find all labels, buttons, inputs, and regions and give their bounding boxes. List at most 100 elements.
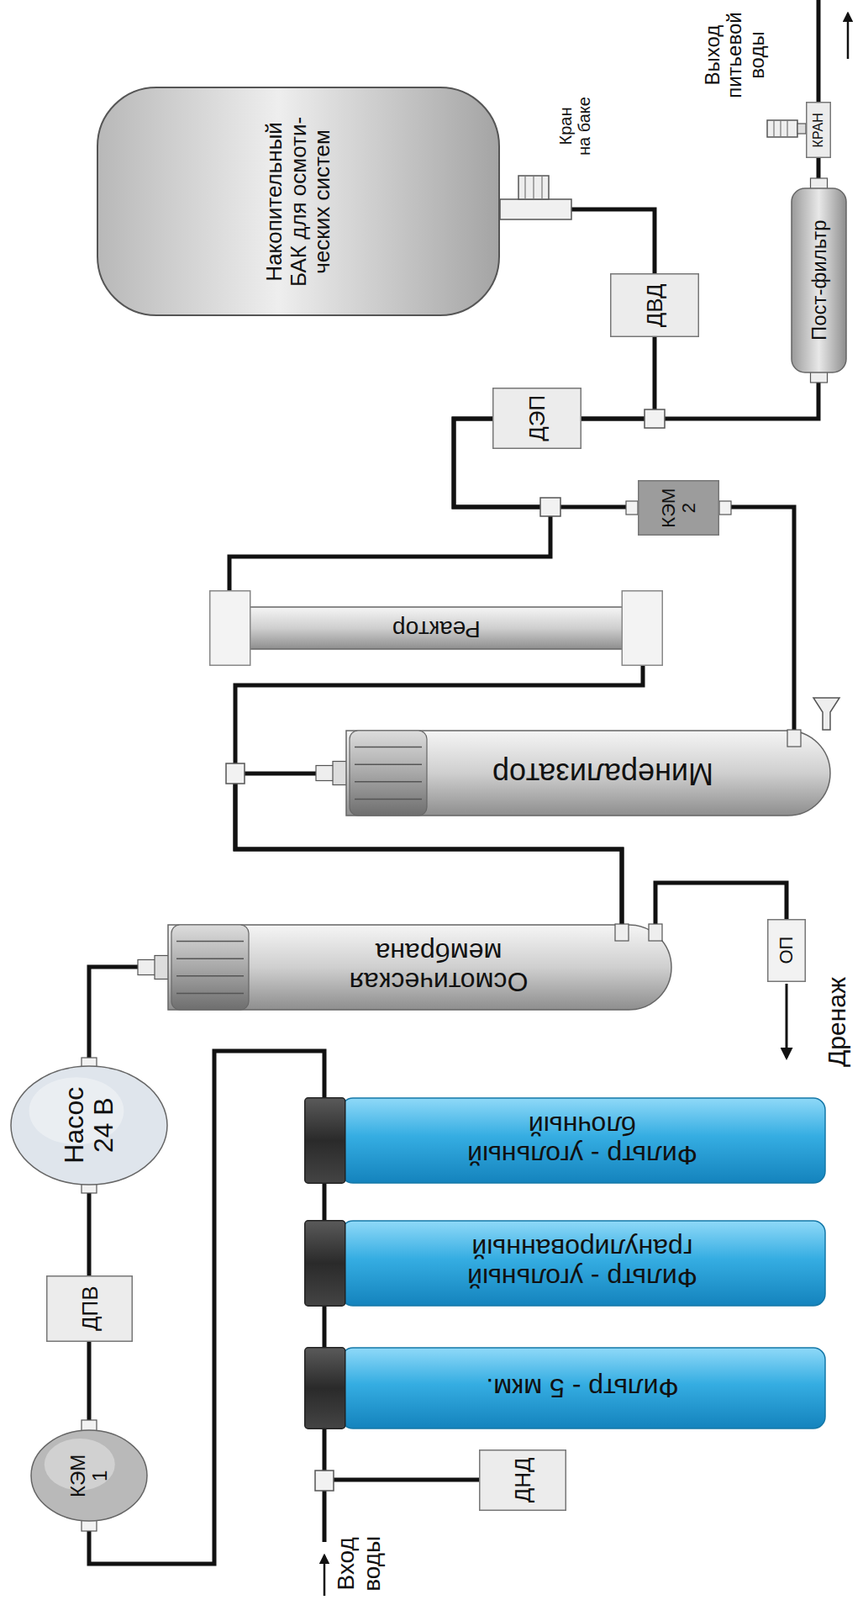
pipe-fitting — [81, 1519, 97, 1531]
pipe-connector — [581, 382, 819, 419]
handle-groove — [524, 175, 526, 200]
post-filter-body — [791, 188, 847, 373]
housing-rib — [354, 780, 422, 783]
box-outline — [610, 273, 700, 337]
drain-label: Дренаж — [822, 975, 851, 1066]
tank-outline — [97, 87, 500, 316]
faucet-stem — [797, 123, 806, 134]
tap-label-holder: Кран на баке — [465, 16, 685, 236]
tube-cap — [621, 590, 663, 666]
outlet-pipe — [816, 0, 821, 102]
outlet-fitting — [648, 923, 663, 941]
component-label: Осмотическая мембрана — [299, 936, 578, 996]
sensor-box: ДПВ — [46, 1274, 133, 1342]
tee-fitting — [315, 1469, 334, 1490]
handle-groove — [541, 175, 543, 200]
pipe-connector — [719, 506, 795, 730]
component-label: Накопительный БАК для осмоти- ческих сис… — [262, 109, 335, 295]
housing-rib — [176, 992, 244, 995]
outlet-label: Выход питьевой воды — [701, 9, 769, 102]
filler-funnel — [813, 697, 840, 730]
filter-cartridge: Фильтр - угольный гранулированный — [304, 1219, 827, 1306]
pipe-connector — [322, 1305, 327, 1347]
box-outline — [493, 388, 582, 449]
outlet-fitting — [615, 923, 629, 941]
housing-rib-band — [349, 730, 427, 816]
component-label: КЭМ 1 — [67, 1450, 112, 1500]
housing-rib — [354, 763, 422, 765]
tank-tap-handle — [518, 175, 549, 200]
ellipse-outline — [31, 1429, 148, 1521]
box-outline — [806, 102, 832, 158]
flow-restrictor-box: ОП — [767, 918, 806, 982]
pipe-connector — [89, 966, 138, 1065]
handle-groove — [779, 120, 781, 137]
ellipse-outline — [10, 1065, 168, 1184]
component-label: ДПВ — [77, 1285, 102, 1332]
handle-groove — [532, 175, 534, 200]
component-label: Насос 24 В — [59, 1083, 119, 1168]
housing-rib-band — [171, 924, 249, 1010]
pipe-connector — [655, 882, 787, 924]
component-label: Пост-фильтр — [807, 220, 830, 342]
faucet-box: КРАН — [805, 101, 832, 158]
membrane-housing: Осмотическая мембрана — [137, 923, 673, 1011]
housing-rib — [354, 746, 422, 748]
component-label: ДВД — [642, 283, 668, 327]
sensor-box: ДВД — [610, 273, 700, 337]
storage-tank: Накопительный БАК для осмоти- ческих сис… — [96, 86, 500, 316]
pipe-connector — [322, 1183, 327, 1220]
box-outline — [638, 480, 720, 536]
sensor-box: ДНД — [478, 1448, 567, 1511]
housing-body — [168, 924, 672, 1010]
cartridge-cap — [305, 1097, 346, 1184]
cartridge-body — [341, 1097, 826, 1183]
inlet-label-holder: Вход воды — [249, 1453, 469, 1600]
box-outline — [768, 919, 806, 982]
mineralizer-housing: Минерализатор — [315, 729, 832, 816]
pipe-connector — [87, 1341, 92, 1429]
pipe-connector — [581, 336, 655, 419]
pipe-fitting — [626, 500, 638, 515]
tank-tap-body — [499, 199, 572, 220]
housing-rib — [176, 940, 244, 942]
sensor-box: ДЭП — [492, 387, 582, 449]
post-filter: Пост-фильтр — [790, 178, 848, 383]
tee-fitting — [226, 763, 245, 784]
tap-label: Кран на баке — [556, 94, 594, 158]
component-label: Фильтр - угольный гранулированный — [431, 1232, 734, 1292]
component-label: ОП — [776, 936, 797, 964]
component-label: Реактор — [392, 615, 481, 642]
box-outline — [479, 1449, 567, 1511]
component-label: КЭМ 2 — [657, 484, 699, 531]
component-label: ДНД — [510, 1457, 536, 1503]
handle-groove — [773, 120, 774, 137]
filter-cartridge: Фильтр - угольный блочный — [304, 1096, 827, 1184]
filter-cartridge: Фильтр - 5 мкм. — [304, 1346, 827, 1429]
handle-groove — [786, 120, 788, 137]
pipe-connector — [87, 1184, 92, 1275]
outlet-label-holder: Выход питьевой воды — [626, 0, 845, 165]
outlet-fitting — [787, 729, 801, 747]
drain-arrow — [785, 983, 789, 1058]
pipe-fitting — [719, 500, 732, 515]
tee-fitting — [540, 497, 561, 516]
inlet-label: Вход воды — [332, 1532, 385, 1595]
outlet-arrow — [847, 13, 850, 59]
component-label: Минерализатор — [492, 756, 714, 790]
component-label: Фильтр - 5 мкм. — [431, 1372, 734, 1402]
cartridge-cap — [305, 1347, 346, 1429]
nozzle — [137, 959, 157, 975]
faucet-handle — [767, 120, 798, 137]
housing-rib — [176, 957, 244, 959]
component-label: КРАН — [810, 112, 827, 148]
housing-body — [346, 730, 831, 816]
component-label: ДЭП — [525, 394, 550, 442]
component-label: Фильтр - угольный блочный — [431, 1110, 734, 1169]
tube-body — [246, 606, 627, 649]
housing-rib — [176, 974, 244, 977]
valve-box: КЭМ 2 — [637, 479, 720, 536]
cartridge-body — [341, 1220, 826, 1306]
